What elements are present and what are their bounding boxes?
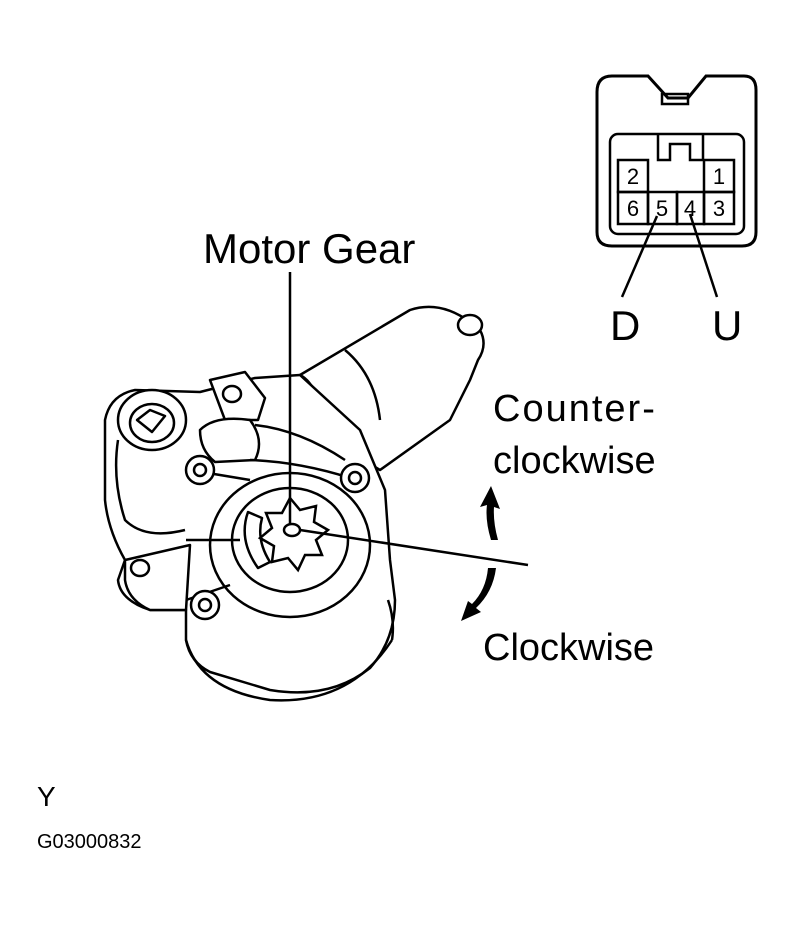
pin-d-label: D <box>610 302 641 349</box>
pin-number: 5 <box>656 196 668 221</box>
arrow-up-icon <box>480 486 500 540</box>
pin-number: 3 <box>713 196 725 221</box>
motor-gear <box>257 495 331 573</box>
pin-number: 1 <box>713 164 725 189</box>
mounting-boss <box>189 589 221 621</box>
mounting-boss <box>339 462 371 494</box>
gear-shield <box>243 510 272 570</box>
figure-code: G03000832 <box>37 831 142 853</box>
connector-pin-numbers: 2 1 6 5 4 3 <box>627 164 725 221</box>
pin-number: 2 <box>627 164 639 189</box>
gear-leaders <box>288 272 529 567</box>
connector-face <box>608 132 746 236</box>
connector-latch <box>660 92 690 106</box>
motor-gear-label: Motor Gear <box>203 225 416 272</box>
leader-d <box>620 215 659 298</box>
motor-end-cap <box>456 313 484 337</box>
leader-u <box>688 213 719 298</box>
pin-number: 6 <box>627 196 639 221</box>
clockwise-label: Clockwise <box>483 627 655 669</box>
counterclockwise-label-line2: clockwise <box>493 440 656 482</box>
pin-cell-3 <box>702 190 736 226</box>
connector-keyway <box>656 134 705 162</box>
view-label: Y <box>37 781 56 812</box>
connector-illustration <box>595 74 758 298</box>
mounting-boss <box>184 454 216 486</box>
double-curved-arrow-icon <box>461 486 500 621</box>
connector-housing <box>595 74 758 248</box>
pin-u-label: U <box>712 302 743 349</box>
counterclockwise-label-line1: Counter- <box>493 388 657 430</box>
pin-number: 4 <box>684 196 696 221</box>
arrow-down-icon <box>461 568 496 621</box>
rotation-leader <box>299 528 529 567</box>
